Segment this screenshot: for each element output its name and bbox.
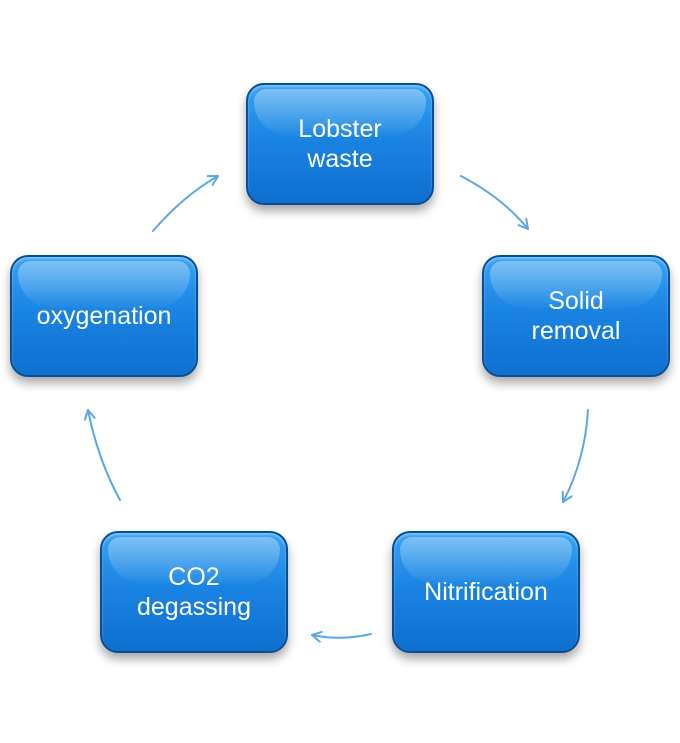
node-label: CO2 degassing xyxy=(137,563,251,621)
node-label: oxygenation xyxy=(36,302,172,330)
arrow-oxygenation-to-waste xyxy=(152,175,219,232)
arrow-solid-to-nitrification xyxy=(561,409,589,503)
node-label: Nitrification xyxy=(424,578,548,606)
node-solid-removal: Solid removal xyxy=(482,255,670,377)
arrow-co2-to-oxygenation xyxy=(83,409,121,501)
arrow-nitrification-to-co2 xyxy=(311,630,372,643)
node-oxygenation: oxygenation xyxy=(10,255,198,377)
arrow-waste-to-solid xyxy=(460,175,529,230)
node-co2-degassing: CO2 degassing xyxy=(100,531,288,653)
node-label: Lobster waste xyxy=(298,115,382,173)
node-lobster-waste: Lobster waste xyxy=(246,83,434,205)
node-label: Solid removal xyxy=(531,287,621,345)
node-nitrification: Nitrification xyxy=(392,531,580,653)
